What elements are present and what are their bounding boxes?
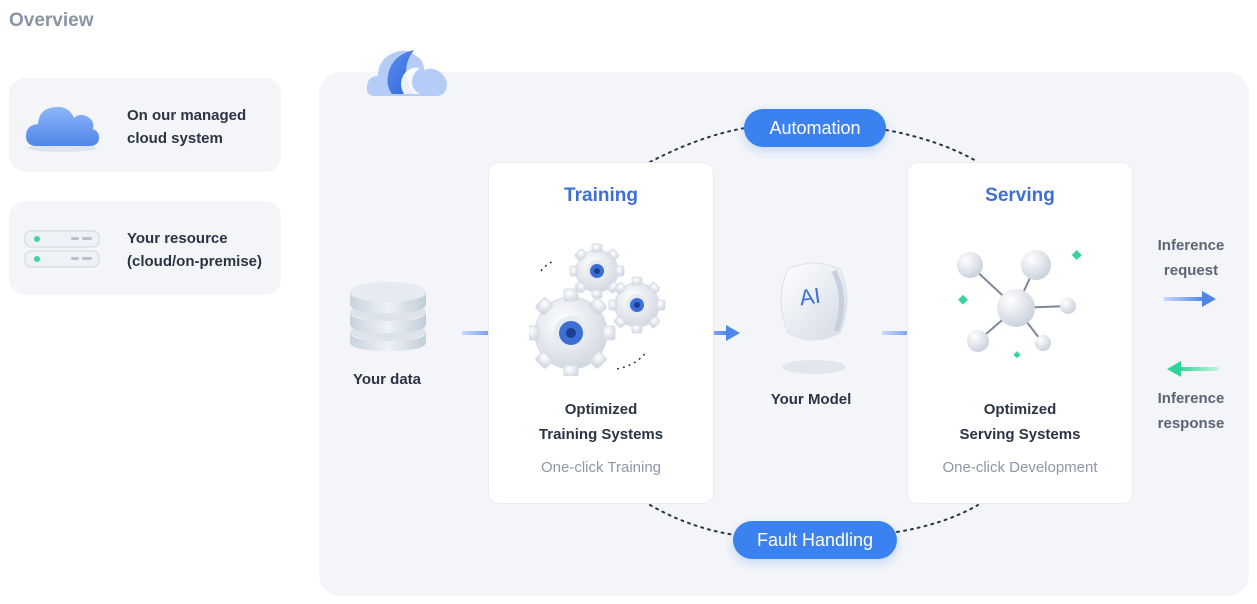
gears-icon xyxy=(529,241,674,376)
inference-response-line1: Inference xyxy=(1146,386,1236,411)
ai-badge: AI xyxy=(788,281,831,312)
training-sub-line2: Training Systems xyxy=(489,422,713,447)
ai-model-icon xyxy=(774,255,856,383)
fault-handling-pill[interactable]: Fault Handling xyxy=(733,521,897,559)
one-click-development-note: One-click Development xyxy=(908,459,1132,476)
inference-request-line1: Inference xyxy=(1146,233,1236,258)
your-data-label: Your data xyxy=(337,371,437,388)
inference-response-line2: response xyxy=(1146,411,1236,436)
training-title: Training xyxy=(489,185,713,207)
training-sub-line1: Optimized xyxy=(489,397,713,422)
serving-title: Serving xyxy=(908,185,1132,207)
request-arrow-icon xyxy=(1164,290,1216,308)
automation-pill[interactable]: Automation xyxy=(744,109,886,147)
one-click-training-note: One-click Training xyxy=(489,459,713,476)
serving-box[interactable]: Serving Optimized Serving Systems One-cl… xyxy=(908,163,1132,503)
database-icon xyxy=(347,280,429,354)
inference-request-line2: request xyxy=(1146,258,1236,283)
training-box[interactable]: Training xyxy=(489,163,713,503)
your-model-label: Your Model xyxy=(756,391,866,408)
serving-sub-line2: Serving Systems xyxy=(908,422,1132,447)
response-arrow-icon xyxy=(1167,360,1219,378)
serving-sub-line1: Optimized xyxy=(908,397,1132,422)
network-nodes-icon xyxy=(948,243,1093,363)
